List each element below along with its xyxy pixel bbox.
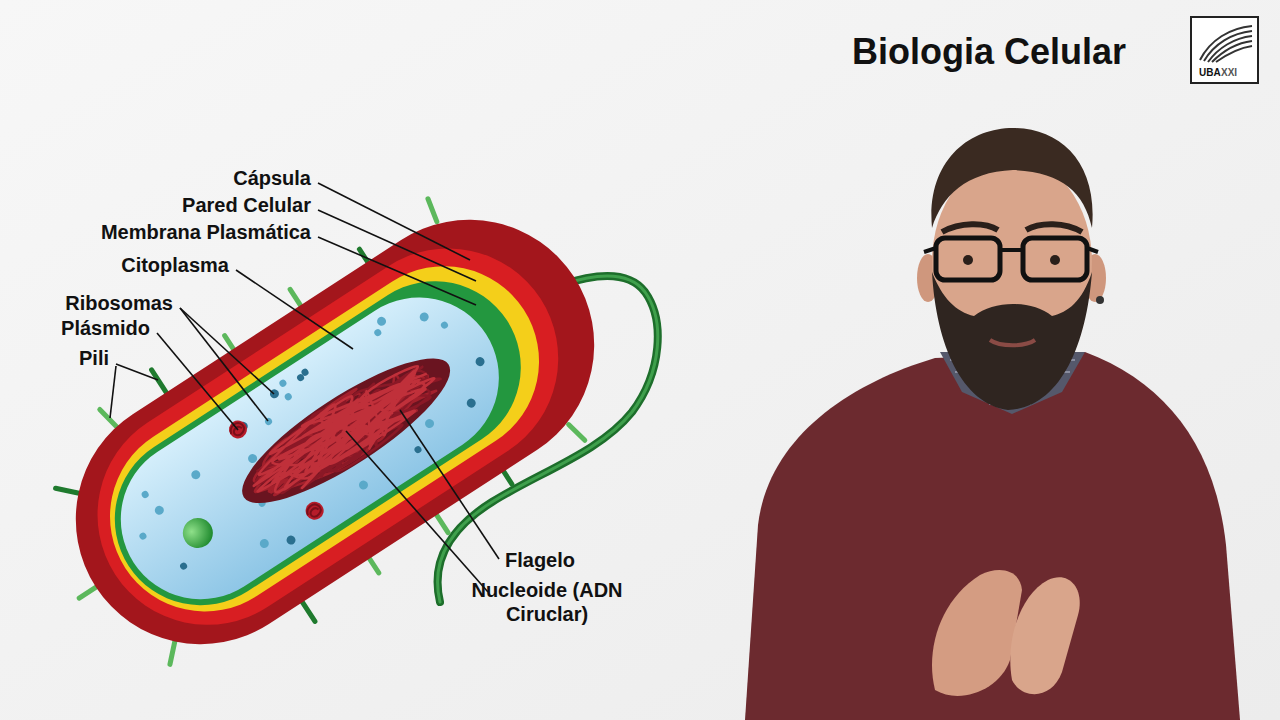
pilus <box>56 479 80 503</box>
nucleoid <box>225 336 467 526</box>
ribosome <box>140 490 150 500</box>
logo <box>1191 17 1258 83</box>
ribosome <box>138 531 148 541</box>
hand <box>932 570 1022 696</box>
ribosome <box>300 367 310 377</box>
logo-text: XXI <box>1221 67 1237 79</box>
hair <box>931 128 1092 228</box>
earring <box>1096 296 1104 304</box>
part-label: Cápsula <box>233 166 311 190</box>
ribosome <box>375 315 387 327</box>
presenter <box>745 128 1240 720</box>
pilus <box>424 199 441 222</box>
pilus <box>290 289 301 306</box>
sweater <box>745 352 1240 720</box>
ribosome <box>474 355 486 367</box>
ribosome <box>423 417 435 429</box>
ribosome <box>285 534 297 546</box>
ribosome <box>440 320 450 330</box>
capsule-layer <box>28 172 642 692</box>
part-label: Citoplasma <box>121 253 229 277</box>
glasses <box>1023 238 1087 280</box>
pilus <box>503 471 512 484</box>
logo-text: UBA <box>1199 67 1221 79</box>
bacterium <box>0 149 655 720</box>
pilus <box>569 422 585 443</box>
logo-swirl <box>1200 26 1252 62</box>
leader-line <box>157 333 238 430</box>
ribosome <box>278 378 288 388</box>
part-label: Nucleoide (ADN Ciruclar) <box>461 578 633 626</box>
ribosome <box>465 397 477 409</box>
ribosome <box>373 328 383 338</box>
mouth <box>990 340 1035 345</box>
beard <box>932 272 1092 410</box>
ribosome <box>418 311 430 323</box>
leader-line <box>110 366 116 418</box>
granule <box>177 512 218 553</box>
leader-lines <box>110 183 499 592</box>
ribosome <box>283 392 293 402</box>
plasmid-body <box>302 498 327 523</box>
leader-line <box>180 308 274 394</box>
pilus <box>225 336 234 350</box>
eyebrows <box>942 224 1082 232</box>
ribosome <box>413 445 423 455</box>
ribosome <box>153 504 165 516</box>
ribosome <box>258 537 270 549</box>
eye <box>963 255 973 265</box>
leader-line <box>346 431 488 592</box>
ribosome <box>190 468 202 480</box>
nucleoid-mass <box>225 336 467 526</box>
ribosome <box>179 561 189 571</box>
title: Biologia Celular <box>852 30 1126 73</box>
plasmid-loop <box>305 502 323 520</box>
part-label: Membrana Plasmática <box>101 220 311 244</box>
pilus <box>302 601 315 621</box>
leader-line <box>236 270 353 349</box>
cytoplasm <box>90 267 529 630</box>
glasses <box>936 238 1000 280</box>
leader-line <box>180 308 268 421</box>
ribosome <box>357 479 369 491</box>
pilus <box>161 641 185 665</box>
dna-strand <box>240 351 447 513</box>
eye <box>1050 255 1060 265</box>
pilus <box>79 587 97 598</box>
part-label: Pared Celular <box>182 193 311 217</box>
part-label: Ribosomas <box>65 291 173 315</box>
leader-line <box>318 183 470 260</box>
leader-line <box>400 410 499 559</box>
glasses-frame <box>924 248 1098 252</box>
leader-line <box>116 364 158 380</box>
pilus <box>369 558 379 573</box>
leader-line <box>318 237 476 305</box>
ribosomes <box>110 281 512 612</box>
plasmid <box>302 498 327 523</box>
logo-frame <box>1191 17 1258 83</box>
part-label: Flagelo <box>505 548 575 572</box>
pilus <box>436 514 448 532</box>
pilus <box>100 407 118 431</box>
hand <box>1010 577 1079 694</box>
pilus <box>152 370 167 393</box>
part-label: Plásmido <box>61 316 150 340</box>
part-label: Pili <box>79 346 109 370</box>
